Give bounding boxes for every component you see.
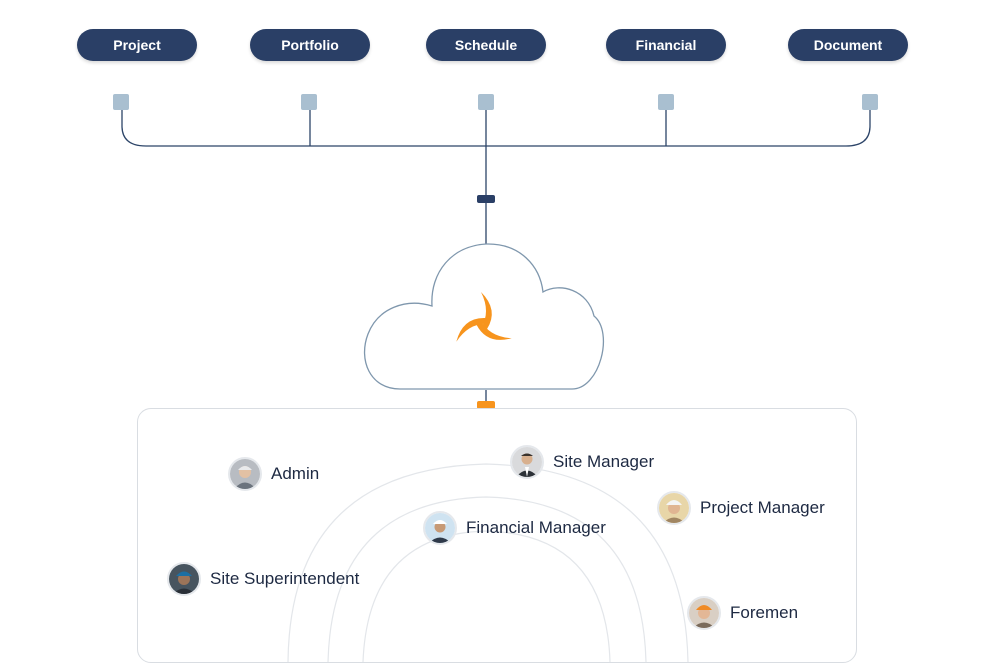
brand-logo-icon bbox=[456, 292, 512, 342]
module-project-button[interactable]: Project bbox=[77, 29, 197, 61]
orbit-arc bbox=[327, 496, 647, 662]
connector-node bbox=[478, 94, 494, 110]
module-financial-button[interactable]: Financial bbox=[606, 29, 726, 61]
user-site-manager[interactable]: Site Manager bbox=[510, 445, 654, 479]
user-foremen[interactable]: Foremen bbox=[687, 596, 798, 630]
connector-node bbox=[862, 94, 878, 110]
orbit-arc bbox=[287, 463, 689, 662]
junction-node bbox=[477, 195, 495, 203]
user-project-manager[interactable]: Project Manager bbox=[657, 491, 825, 525]
module-label: Project bbox=[113, 37, 161, 53]
connector-node bbox=[658, 94, 674, 110]
module-label: Financial bbox=[635, 37, 697, 53]
module-document-button[interactable]: Document bbox=[788, 29, 908, 61]
user-label: Financial Manager bbox=[466, 518, 606, 537]
user-label: Site Manager bbox=[553, 452, 655, 471]
orbit-arc bbox=[362, 530, 611, 662]
module-label: Portfolio bbox=[281, 37, 339, 53]
module-label: Schedule bbox=[454, 37, 518, 53]
panel-arcs bbox=[287, 463, 689, 662]
module-label: Document bbox=[813, 37, 883, 53]
admin-avatar bbox=[228, 457, 262, 491]
connector-node bbox=[113, 94, 129, 110]
project-manager-avatar bbox=[657, 491, 691, 525]
module-schedule-button[interactable]: Schedule bbox=[426, 29, 546, 61]
user-admin[interactable]: Admin bbox=[228, 457, 319, 491]
financial-manager-avatar bbox=[423, 511, 457, 545]
cloud-shape bbox=[363, 243, 604, 390]
user-financial-manager[interactable]: Financial Manager bbox=[423, 511, 606, 545]
user-label: Foremen bbox=[730, 603, 799, 622]
foremen-avatar bbox=[687, 596, 721, 630]
brand-junction-node bbox=[477, 401, 495, 409]
site-superintendent-avatar bbox=[167, 562, 201, 596]
user-label: Site Superintendent bbox=[210, 569, 360, 588]
bus-line bbox=[121, 110, 871, 147]
site-manager-avatar bbox=[510, 445, 544, 479]
users-panel: Admin Site Manager Project Manager Finan… bbox=[137, 408, 857, 663]
user-site-superintendent[interactable]: Site Superintendent bbox=[167, 562, 359, 596]
user-label: Admin bbox=[271, 464, 320, 483]
connector-node bbox=[301, 94, 317, 110]
module-portfolio-button[interactable]: Portfolio bbox=[250, 29, 370, 61]
user-label: Project Manager bbox=[700, 498, 825, 517]
